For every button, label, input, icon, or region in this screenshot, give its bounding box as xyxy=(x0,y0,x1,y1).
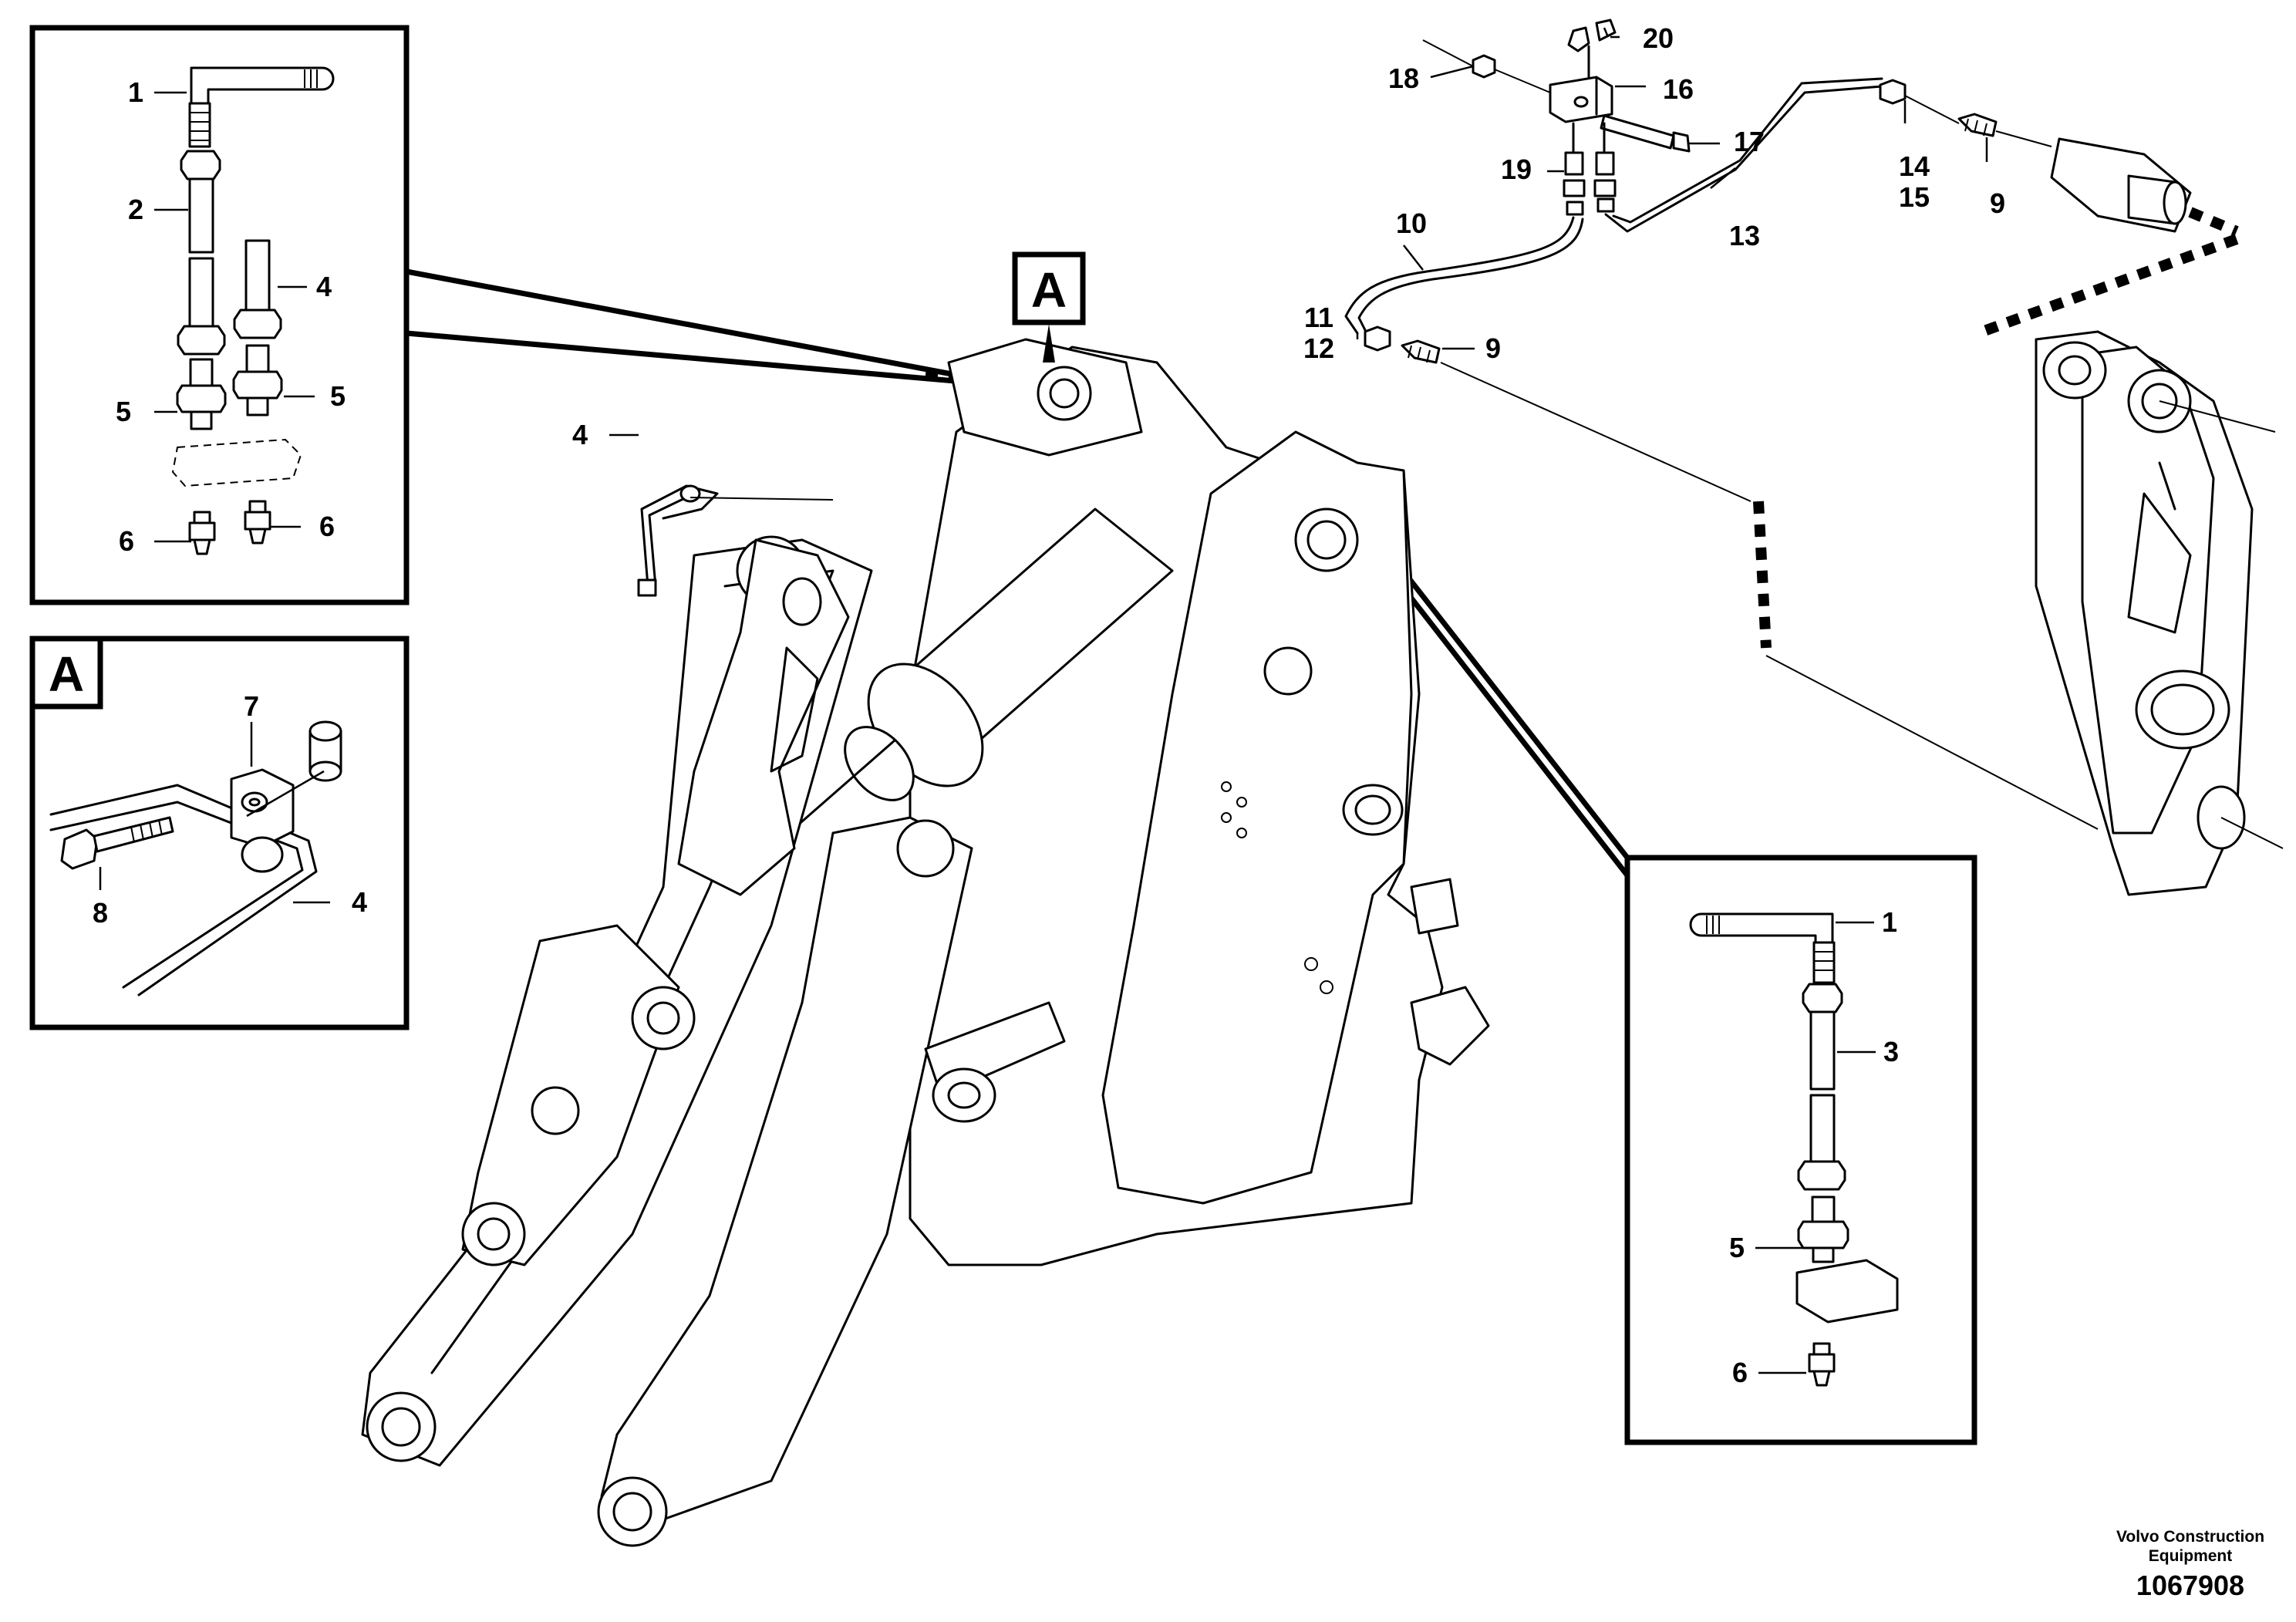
callout-1: 1 xyxy=(1882,906,1897,938)
callout-9: 9 xyxy=(1485,332,1501,364)
piping-assembly: 20 18 16 17 19 10 11 12 9 13 14 15 9 xyxy=(1303,19,2284,896)
callout-11: 11 xyxy=(1304,302,1333,333)
callout-13: 13 xyxy=(1729,220,1760,251)
union-nut xyxy=(1879,79,1907,105)
detail-marker-a: A xyxy=(49,646,84,702)
detail-box-lubrication-fittings: 1 2 4 5 5 6 6 xyxy=(29,25,410,605)
publisher-caption: Volvo Construction Equipment 1067908 xyxy=(2116,1528,2264,1601)
clamp-part xyxy=(230,768,295,873)
bolt-part xyxy=(60,816,174,870)
callout-19: 19 xyxy=(1501,153,1532,185)
loader-arm-assembly xyxy=(361,338,1490,1547)
union-nut xyxy=(1364,325,1391,352)
caption-line-2: Equipment xyxy=(2149,1547,2233,1565)
callout-17: 17 xyxy=(1734,126,1765,157)
callout-4: 4 xyxy=(572,419,588,450)
callout-1: 1 xyxy=(128,76,143,108)
callout-4: 4 xyxy=(316,271,332,302)
callout-7: 7 xyxy=(244,690,259,722)
callout-12: 12 xyxy=(1303,332,1334,364)
pipe-part-main: 4 xyxy=(572,419,834,597)
caption-line-1: Volvo Construction xyxy=(2116,1528,2264,1546)
grease-elbow-part xyxy=(1689,912,1836,984)
grease-nipple-part xyxy=(1808,1342,1836,1387)
callout-6: 6 xyxy=(1732,1357,1748,1388)
spacer-part xyxy=(308,720,342,782)
tilt-link-right xyxy=(2035,330,2284,896)
callout-2: 2 xyxy=(128,194,143,225)
fitting-part xyxy=(1563,122,1617,216)
callout-18: 18 xyxy=(1388,62,1419,94)
callout-14: 14 xyxy=(1899,150,1930,182)
detail-box-pipe-clamp: A 7 8 4 xyxy=(29,636,410,1030)
callout-10: 10 xyxy=(1396,207,1427,239)
distribution-block xyxy=(1549,76,1613,123)
pivot-pin xyxy=(2050,137,2192,233)
callout-6: 6 xyxy=(119,525,134,557)
callout-20: 20 xyxy=(1643,22,1674,54)
reference-number: 1067908 xyxy=(2136,1570,2244,1601)
nipple-part xyxy=(1797,1195,1849,1263)
marker-a: A xyxy=(1012,251,1086,363)
callout-9: 9 xyxy=(1990,187,2005,219)
callout-5: 5 xyxy=(330,380,346,412)
detail-box-lower-fittings: 1 3 5 6 xyxy=(1367,530,1977,1445)
hydraulic-cylinder xyxy=(770,508,1174,850)
marker-a-label: A xyxy=(1031,262,1067,318)
callout-3: 3 xyxy=(1883,1036,1899,1067)
grease-nipple-part xyxy=(188,500,271,555)
nipple-part xyxy=(1957,113,1998,137)
callout-8: 8 xyxy=(93,897,108,929)
tilt-link xyxy=(677,538,850,896)
grease-elbow-part xyxy=(188,66,335,148)
callout-4: 4 xyxy=(352,886,367,918)
callout-16: 16 xyxy=(1663,73,1694,105)
nut-part xyxy=(1422,39,1551,93)
bolt-part xyxy=(1600,114,1691,153)
callout-15: 15 xyxy=(1899,181,1930,213)
elbow-fitting xyxy=(1567,19,1617,79)
pipe-part xyxy=(233,239,282,339)
nipple-part xyxy=(176,344,283,430)
callout-5: 5 xyxy=(116,396,131,427)
extension-pipe-part xyxy=(177,150,226,356)
callout-5: 5 xyxy=(1729,1232,1745,1263)
extension-pipe-part xyxy=(1797,983,1846,1191)
callout-6: 6 xyxy=(319,511,335,542)
nipple-part xyxy=(1401,339,1441,364)
